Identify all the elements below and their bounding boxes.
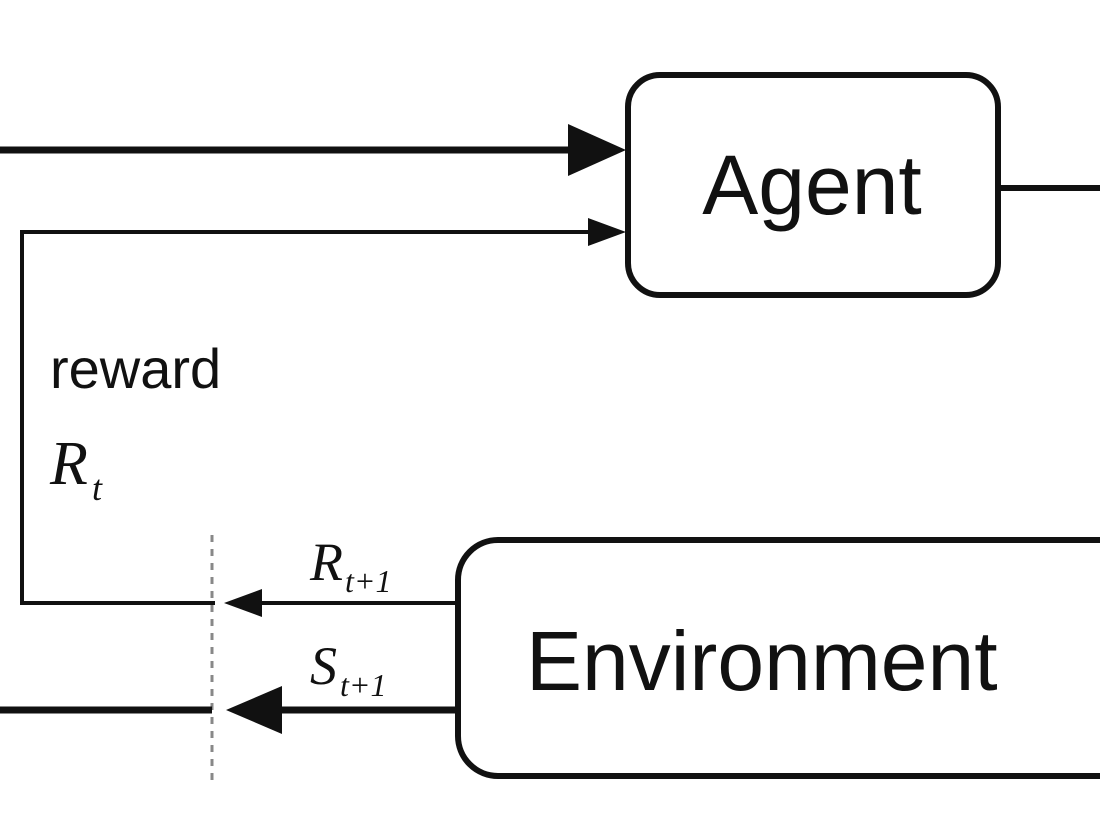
svg-text:t+1: t+1 xyxy=(340,667,386,703)
next-state-arrow xyxy=(226,686,458,734)
svg-text:t+1: t+1 xyxy=(345,563,391,599)
agent-label: Agent xyxy=(702,138,922,232)
reward-feedback-arrow xyxy=(20,218,626,605)
next-state-label: S t+1 xyxy=(310,636,386,703)
svg-text:t: t xyxy=(92,468,103,508)
svg-text:R: R xyxy=(309,532,343,592)
environment-box xyxy=(455,537,1100,779)
state-input-arrow xyxy=(0,124,626,176)
next-reward-label: R t+1 xyxy=(309,532,391,599)
reward-symbol: R t xyxy=(49,430,103,508)
environment-label: Environment xyxy=(526,614,998,708)
next-reward-arrow xyxy=(224,589,458,617)
reward-word: reward xyxy=(50,337,221,400)
environment-node: Environment xyxy=(455,537,1100,779)
agent-node: Agent xyxy=(625,72,1001,298)
svg-text:S: S xyxy=(310,636,337,696)
svg-text:R: R xyxy=(49,430,88,498)
